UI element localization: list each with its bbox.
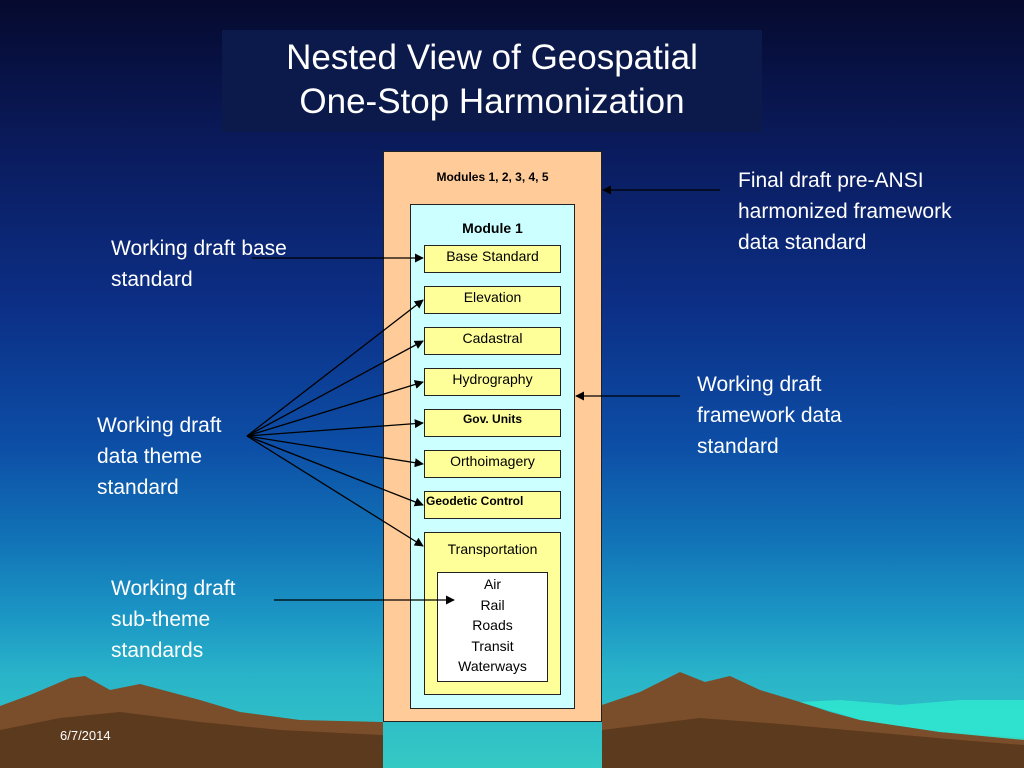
theme-cadastral: Cadastral [424, 327, 561, 355]
title-line-2: One-Stop Harmonization [299, 82, 685, 121]
annotation-sub-theme: Working draft sub-theme standards [111, 577, 236, 662]
annotation-base-standard: Working draft base standard [111, 237, 287, 291]
module-1-label: Module 1 [462, 220, 523, 236]
theme-base-standard: Base Standard [424, 245, 561, 273]
theme-orthoimagery: Orthoimagery [424, 450, 561, 478]
arrow-elevation [246, 299, 424, 437]
arrow-hydrography [246, 380, 424, 437]
subtheme-roads: Roads [472, 617, 513, 633]
theme-gov-units: Gov. Units [424, 409, 561, 437]
arrow-cadastral [246, 340, 424, 437]
arrow-gov-units [246, 419, 424, 437]
arrow-orthoimagery [246, 435, 424, 468]
annotation-final-draft: Final draft pre-ANSI harmonized framewor… [738, 169, 952, 254]
theme-geodetic-control: Geodetic Control [424, 491, 561, 519]
modules-label: Modules 1, 2, 3, 4, 5 [436, 170, 549, 184]
arrow-transportation [246, 435, 424, 547]
title-line-1: Nested View of Geospatial [286, 38, 698, 77]
transportation-label: Transportation [447, 541, 538, 557]
theme-hydrography: Hydrography [424, 368, 561, 396]
subtheme-waterways: Waterways [458, 658, 527, 674]
slide-title: Nested View of Geospatial One-Stop Harmo… [222, 30, 762, 132]
theme-elevation: Elevation [424, 286, 561, 314]
annotation-data-theme: Working draft data theme standard [97, 414, 222, 499]
subtheme-list: Air Rail Roads Transit Waterways [437, 572, 548, 682]
arrow-geodetic-control [246, 435, 424, 507]
subtheme-air: Air [483, 576, 502, 592]
annotation-framework: Working draft framework data standard [697, 373, 842, 458]
slide-date: 6/7/2014 [60, 728, 111, 743]
subtheme-rail: Rail [480, 596, 505, 613]
subtheme-transit: Transit [471, 637, 514, 654]
